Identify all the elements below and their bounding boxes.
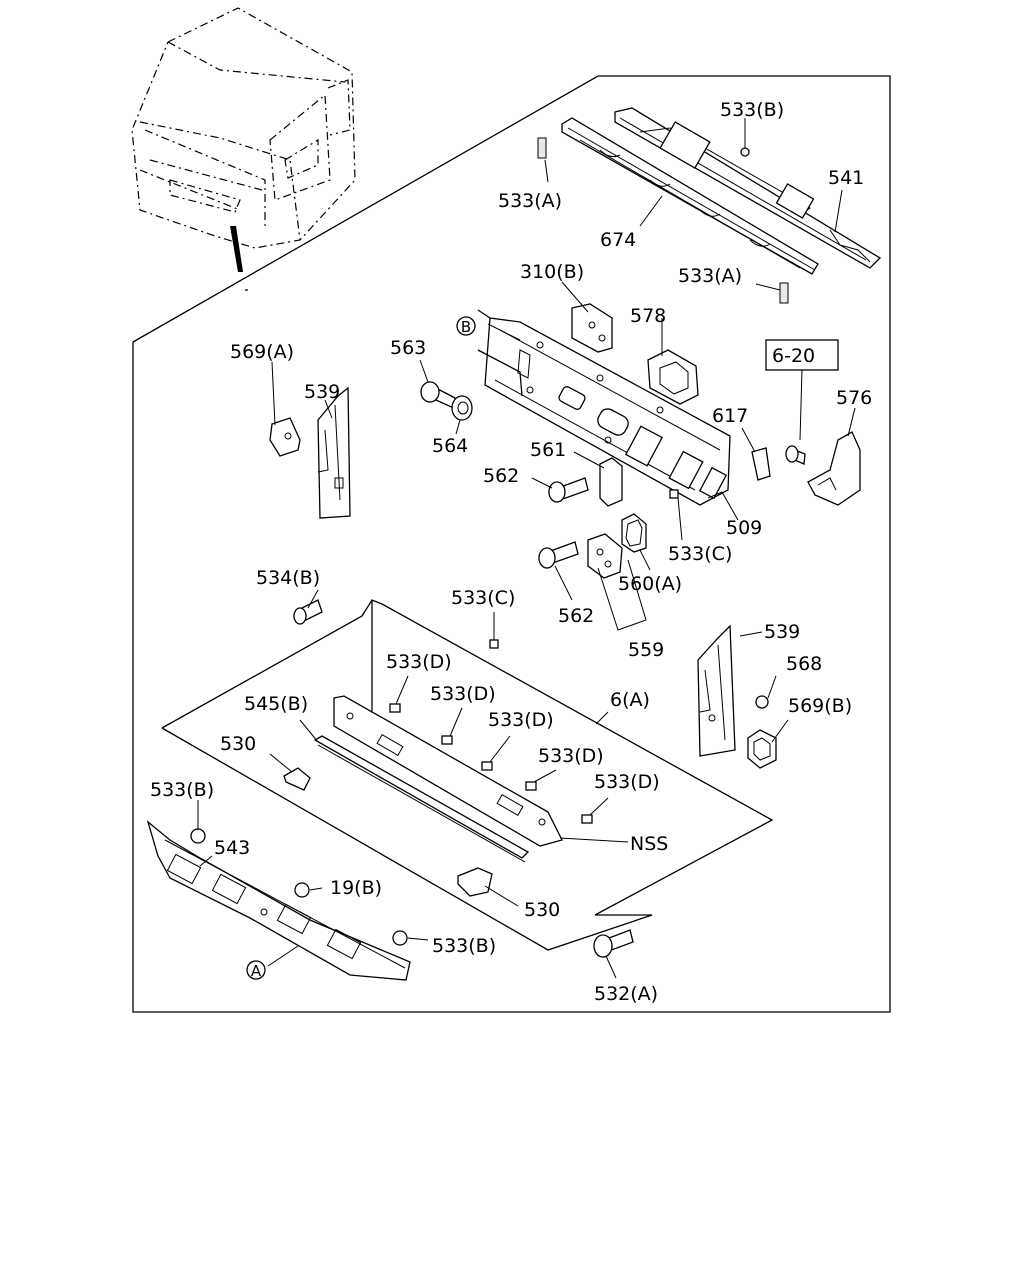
part-509-panel [477,309,731,506]
callout-561: 561 [530,439,566,461]
callout-576: 576 [836,387,872,409]
part-564-grommet [451,395,473,421]
callout-533d-4: 533(D) [538,745,604,767]
callout-nss: NSS [630,833,668,855]
callout-533c-lower: 533(C) [451,587,515,609]
callout-6-20: 6-20 [772,345,815,367]
part-569b-pad [747,729,777,769]
part-530-bracket-upper [283,767,311,791]
callout-569b: 569(B) [788,695,852,717]
part-674-molding [537,117,819,304]
marker-b-circle [456,316,476,336]
part-541-rail [614,107,882,269]
callout-545b: 545(B) [244,693,308,715]
marker-a-circle [246,960,266,980]
callout-539-right: 539 [764,621,800,643]
callout-541: 541 [828,167,864,189]
callout-533d-1: 533(D) [386,651,452,673]
callout-543: 543 [214,837,250,859]
part-nss-bracket [333,695,563,847]
marker-a-label: A [251,962,262,980]
part-543-reinforcement [146,820,411,981]
callout-568: 568 [786,653,822,675]
callout-19b: 19(B) [330,877,382,899]
callout-564: 564 [432,435,468,457]
part-533b-grommet-left [190,828,206,844]
callout-563: 563 [390,337,426,359]
callout-533d-2: 533(D) [430,683,496,705]
part-617-clip [751,447,771,481]
part-533d-clip-3 [481,761,493,771]
part-562-bolt-upper [548,477,589,503]
callout-530-upper: 530 [220,733,256,755]
part-559-plate [587,533,623,579]
part-568-nut [755,695,769,709]
callout-533b-left: 533(B) [150,779,214,801]
marker-b-label: B [461,318,471,336]
callout-617: 617 [712,405,748,427]
part-534b-rivet [293,599,323,625]
callout-533a-upper: 533(A) [498,190,562,212]
part-578-gasket [647,349,699,405]
lower-assembly-outline [161,599,774,951]
callout-539-left: 539 [304,381,340,403]
part-539-right-pillar [697,624,736,757]
callout-534b: 534(B) [256,567,320,589]
callout-533b-top: 533(B) [720,99,784,121]
part-576-bracket [785,431,861,506]
leader-lines [197,118,856,979]
callout-509: 509 [726,517,762,539]
callout-532a: 532(A) [594,983,658,1005]
part-533d-clip-5 [581,814,593,824]
part-539-left-pillar [317,386,351,519]
callout-533a-lower: 533(A) [678,265,742,287]
callout-530-lower: 530 [524,899,560,921]
part-19b-grommet [294,882,310,898]
part-532a-bolt [593,929,634,958]
part-560a-seal [621,513,647,553]
part-561-clip [599,457,623,507]
part-533c-nut-lower [489,639,499,649]
part-533b-grommet-bottom [392,930,408,946]
callout-674: 674 [600,229,636,251]
part-533d-clip-4 [525,781,537,791]
part-533d-clip-2 [441,735,453,745]
part-533c-nut-upper [669,489,679,499]
callout-562-lower: 562 [558,605,594,627]
diagram-frame [132,75,891,1013]
part-545b-bar [313,735,530,863]
callout-559: 559 [628,639,664,661]
truck-cab-thumbnail [131,7,356,291]
part-530-bracket-lower [457,867,493,897]
part-562-bolt-lower [538,541,579,569]
callout-562-upper: 562 [483,465,519,487]
part-569a-pad [269,417,301,457]
callout-578: 578 [630,305,666,327]
callout-533d-5: 533(D) [594,771,660,793]
part-563-bolt [420,381,459,412]
callout-560a: 560(A) [618,573,682,595]
callout-6a: 6(A) [610,689,650,711]
callout-310b: 310(B) [520,261,584,283]
callout-569a: 569(A) [230,341,294,363]
part-533d-clip-1 [389,703,401,713]
callout-533d-3: 533(D) [488,709,554,731]
callout-533c-upper: 533(C) [668,543,732,565]
callout-533b-bottom: 533(B) [432,935,496,957]
